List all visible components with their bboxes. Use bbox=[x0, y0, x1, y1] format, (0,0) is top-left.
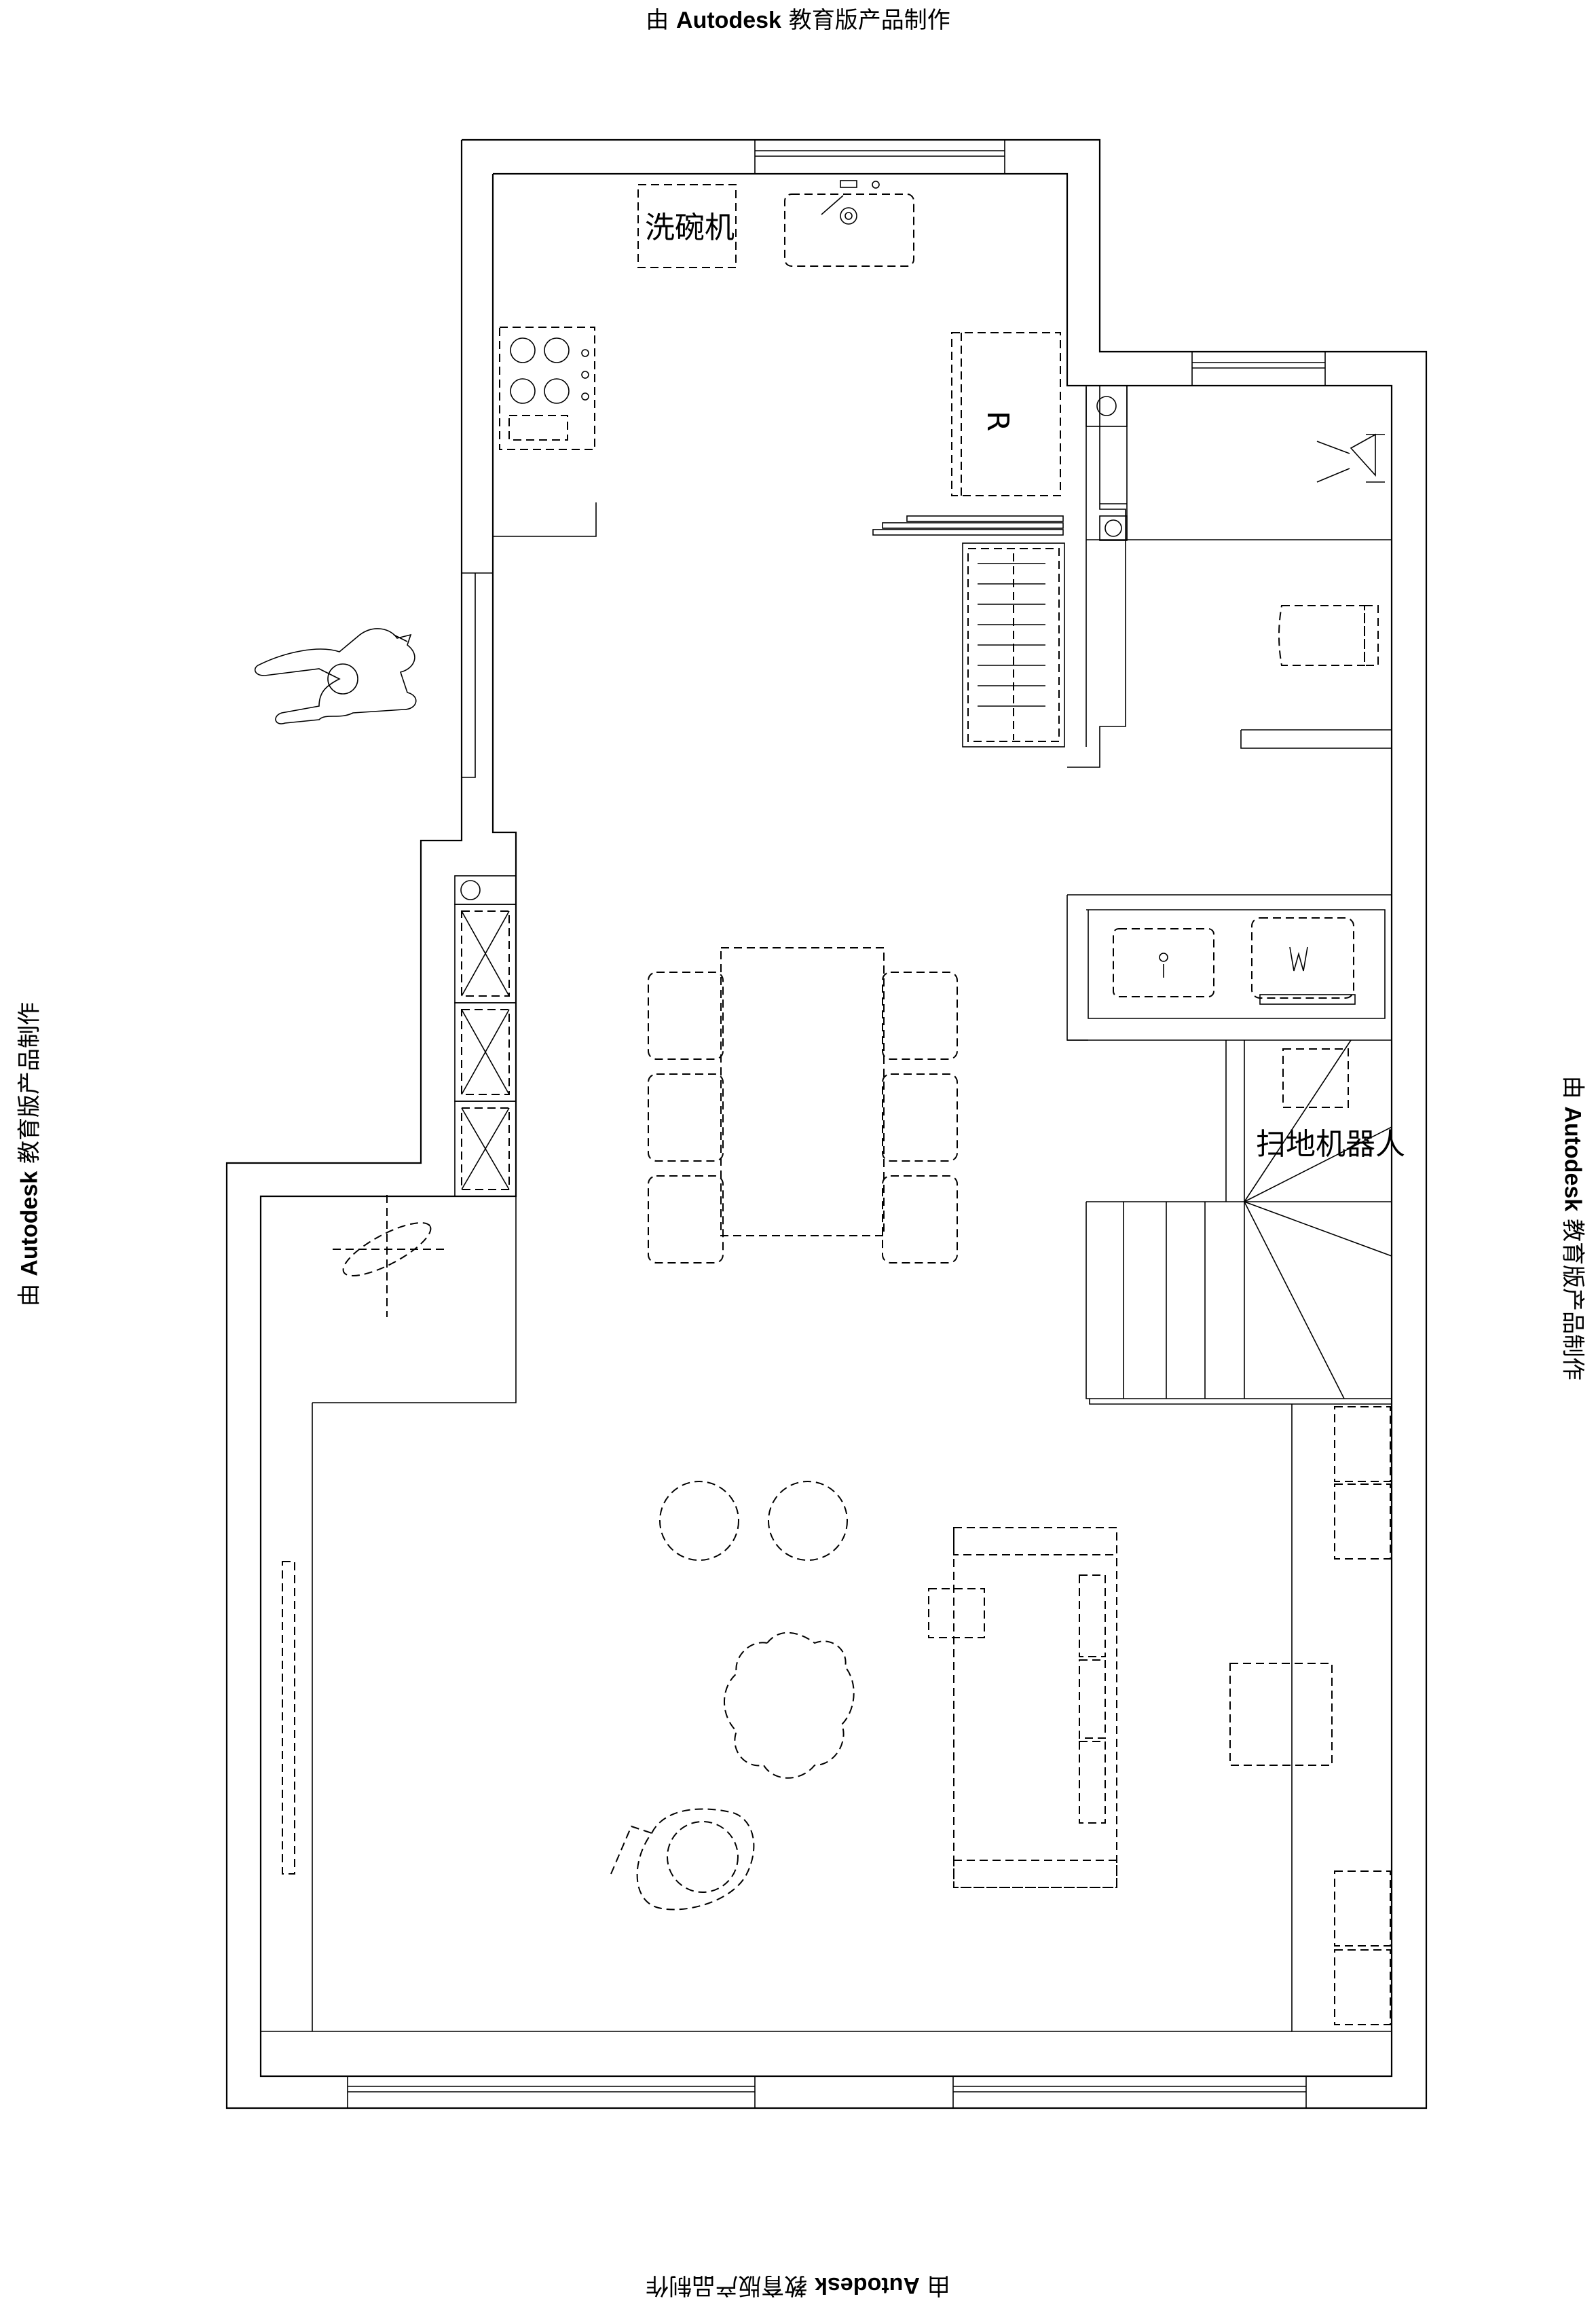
robot-vacuum-label: 扫地机器人 bbox=[1256, 1127, 1405, 1162]
dining-set bbox=[648, 947, 958, 1264]
stool bbox=[768, 1481, 848, 1561]
left-storage bbox=[454, 875, 517, 1197]
stool bbox=[659, 1481, 739, 1561]
washbasin bbox=[1113, 928, 1214, 997]
stairs: 扫地机器人 bbox=[1123, 1039, 1405, 1399]
lounge-chair bbox=[636, 1808, 755, 1911]
sofa bbox=[953, 1527, 1117, 1888]
side-table bbox=[928, 1588, 985, 1638]
tv-cabinet bbox=[282, 1561, 295, 1875]
washing-machine bbox=[1251, 917, 1354, 999]
water-heater-icon bbox=[1350, 433, 1376, 477]
dishwasher-label: 洗碗机 bbox=[645, 210, 735, 245]
kitchen-sink bbox=[784, 193, 914, 267]
cooktop bbox=[499, 327, 595, 450]
cabinet-unit bbox=[1334, 1483, 1391, 1560]
faucet-icon bbox=[840, 207, 857, 225]
fridge bbox=[951, 332, 1061, 496]
dining-chair bbox=[882, 1073, 958, 1162]
watermark-prefix: 由 bbox=[646, 7, 669, 34]
ceiling-lamp bbox=[333, 1195, 448, 1317]
watermark-top: 由 Autodesk 教育版产品制作 bbox=[0, 1, 1596, 35]
dining-chair bbox=[648, 1073, 724, 1162]
watermark-suffix: 教育版产品制作 bbox=[788, 7, 950, 34]
cabinet-unit bbox=[1334, 1870, 1391, 1947]
robot-vacuum bbox=[1282, 1048, 1349, 1108]
bathroom bbox=[1113, 605, 1379, 1005]
windows bbox=[347, 139, 1326, 2109]
dining-table bbox=[720, 947, 885, 1236]
person-icon bbox=[254, 628, 417, 724]
cabinet-unit bbox=[1334, 1949, 1391, 2025]
tall-cabinet bbox=[962, 542, 1065, 748]
toilet bbox=[1278, 605, 1365, 666]
watermark-brand: Autodesk bbox=[676, 7, 781, 33]
coffee-table bbox=[724, 1631, 855, 1779]
kitchen: 洗碗机 R bbox=[499, 180, 1065, 748]
dining-chair bbox=[882, 1175, 958, 1264]
walls bbox=[225, 139, 1428, 2109]
dining-chair bbox=[882, 972, 958, 1060]
living-room bbox=[282, 1406, 1391, 2025]
dining-chair bbox=[648, 972, 724, 1060]
fridge-label: R bbox=[980, 411, 1015, 432]
dining-chair bbox=[648, 1175, 724, 1264]
drain-icon bbox=[1096, 396, 1117, 416]
side-table bbox=[1229, 1663, 1333, 1766]
utility-room bbox=[1085, 385, 1385, 541]
cabinet-unit bbox=[1334, 1406, 1391, 1482]
